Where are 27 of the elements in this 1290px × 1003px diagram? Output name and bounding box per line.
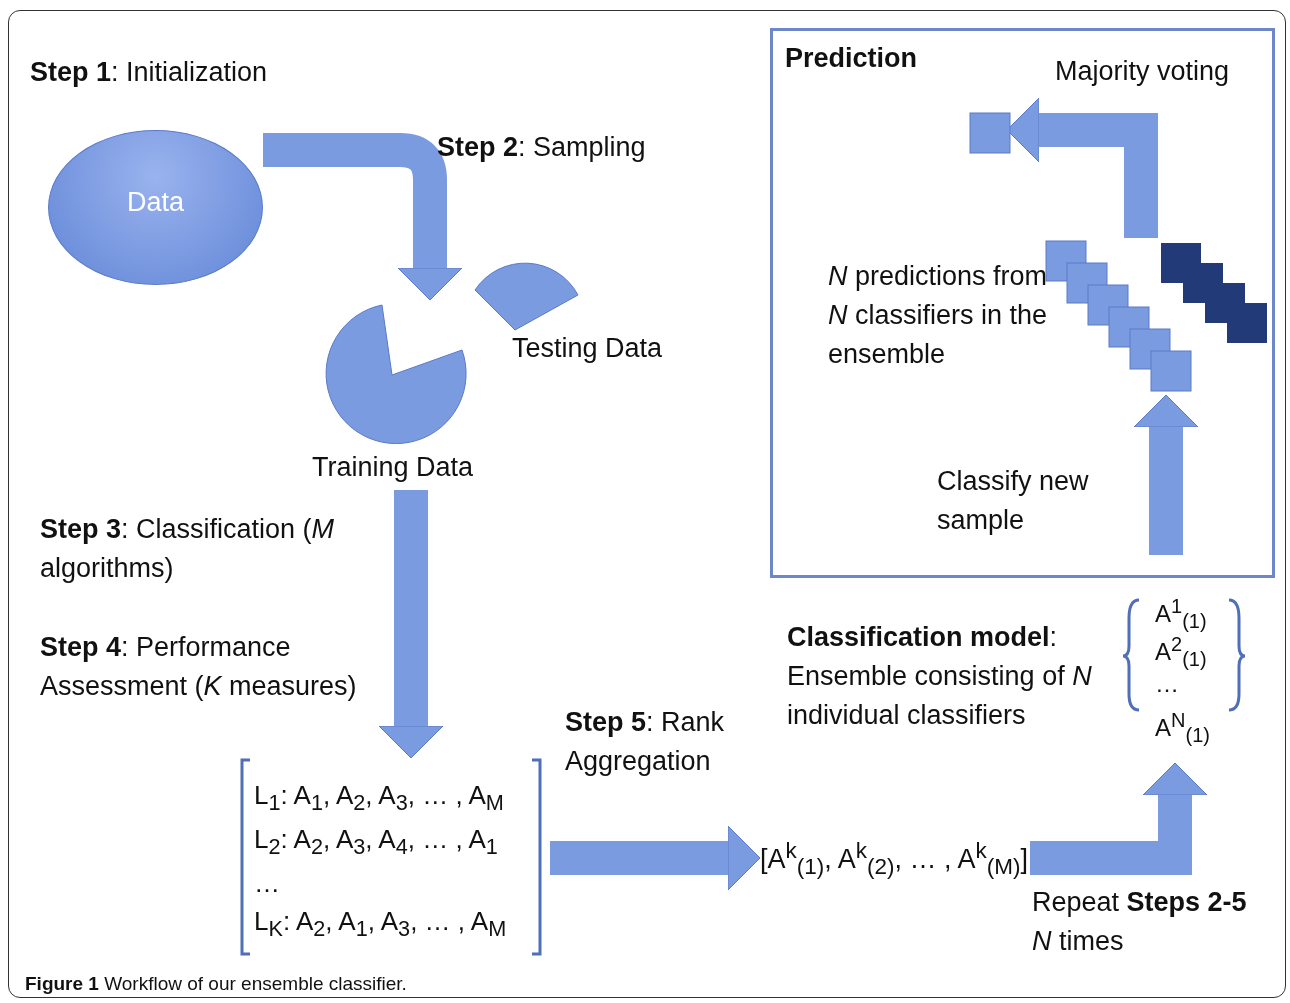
node-label: Data	[125, 186, 185, 219]
edge-label: Step 2: Sampling	[437, 131, 647, 164]
node-label: Training Data	[312, 451, 474, 484]
edge-label: Repeat Steps 2-5 N times	[1032, 886, 1248, 959]
step-label: Step 1: Initialization	[30, 56, 269, 89]
block-arrow	[378, 490, 444, 759]
node-label: Testing Data	[512, 332, 663, 365]
block-arrow	[263, 133, 463, 301]
set-element: …	[1155, 670, 1179, 699]
step-label: Step 4: Performance Assessment (K measures)	[40, 631, 358, 704]
block-arrow	[550, 825, 761, 891]
panel-title: Prediction	[785, 42, 918, 75]
aggregated-list: [A$^{k}$$_{(1)}$, A$^{k}$$_{(2)}$, … , A$^{k}$$_{(M)}$]	[760, 835, 1030, 885]
rank-list-row: L$_{2}$: A$_{2}$, A$_{3}$, A$_{4}$, … , A$_{1}$	[254, 824, 498, 861]
prediction-panel	[770, 28, 1275, 578]
block-arrow	[1133, 394, 1199, 555]
model-description: Classification model: Ensemble consisting of N individual classifiers	[787, 621, 1093, 733]
edge-label: Majority voting	[1055, 55, 1231, 88]
rank-list-row: L$_{K}$: A$_{2}$, A$_{1}$, A$_{3}$, … , A$_{M}$	[254, 906, 507, 943]
edge-label: Step 5: Rank Aggregation	[565, 706, 726, 779]
edge-label: Step 3: Classification (M algorithms)	[40, 513, 336, 586]
figure-caption: Figure 1 Workflow of our ensemble classifier.	[25, 972, 407, 996]
block-arrow	[1030, 762, 1208, 875]
rank-list-row: …	[254, 868, 280, 900]
edge-label: Classify new sample	[937, 465, 1090, 538]
rank-list-row: L$_{1}$: A$_{1}$, A$_{2}$, A$_{3}$, … , A$_{M}$	[254, 780, 504, 817]
node-label: N predictions from N classifiers in the ensemble	[828, 260, 1049, 372]
